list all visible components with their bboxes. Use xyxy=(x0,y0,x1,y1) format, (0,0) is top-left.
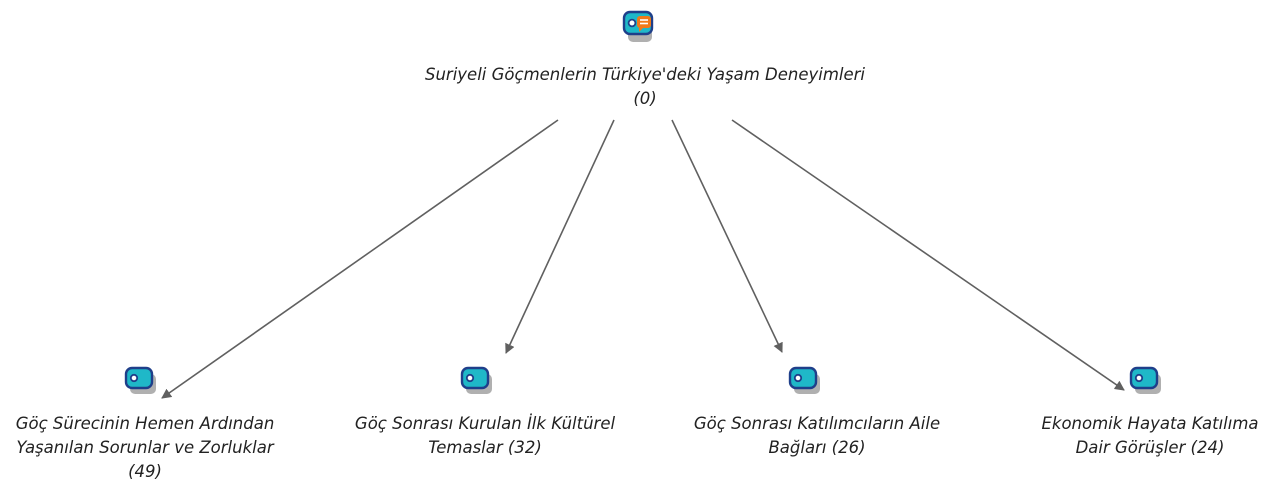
edge-root-to-child-2 xyxy=(505,119,615,354)
child-title-4: Ekonomik Hayata Katılıma Dair Görüşler xyxy=(1041,414,1259,457)
root-title: Suriyeli Göçmenlerin Türkiye'deki Yaşam … xyxy=(424,65,866,84)
edge-root-to-child-3 xyxy=(671,119,783,353)
child-count-2: (32) xyxy=(507,438,542,457)
child-label-3: Göç Sonrası Katılımcıların Aile Bağları … xyxy=(672,412,962,460)
child-node-4[interactable]: Ekonomik Hayata Katılıma Dair Görüşler (… xyxy=(1025,364,1275,474)
child-node-2[interactable]: Göç Sonrası Kurulan İlk Kültürel Temasla… xyxy=(340,364,630,474)
child-title-2: Göç Sonrası Kurulan İlk Kültürel Temasla… xyxy=(354,414,616,457)
root-count: (0) xyxy=(633,89,657,108)
child-node-1[interactable]: Göç Sürecinin Hemen Ardından Yaşanılan S… xyxy=(0,364,290,494)
child-label-4: Ekonomik Hayata Katılıma Dair Görüşler (… xyxy=(1025,412,1275,460)
code-tag-icon xyxy=(460,366,492,394)
child-label-1: Göç Sürecinin Hemen Ardından Yaşanılan S… xyxy=(0,412,290,484)
edge-root-to-child-1 xyxy=(161,119,559,399)
edge-root-to-child-4 xyxy=(731,119,1125,391)
child-count-1: (49) xyxy=(128,462,162,481)
child-node-3[interactable]: Göç Sonrası Katılımcıların Aile Bağları … xyxy=(672,364,962,474)
code-tag-icon xyxy=(1129,366,1161,394)
child-title-1: Göç Sürecinin Hemen Ardından Yaşanılan S… xyxy=(15,414,275,457)
child-label-2: Göç Sonrası Kurulan İlk Kültürel Temasla… xyxy=(340,412,630,460)
child-title-3: Göç Sonrası Katılımcıların Aile Bağları xyxy=(693,414,941,457)
memo-code-icon xyxy=(622,10,654,42)
root-label: Suriyeli Göçmenlerin Türkiye'deki Yaşam … xyxy=(420,63,870,111)
code-tag-icon xyxy=(788,366,820,394)
child-count-4: (24) xyxy=(1190,438,1225,457)
root-node[interactable]: Suriyeli Göçmenlerin Türkiye'deki Yaşam … xyxy=(420,8,870,123)
child-count-3: (26) xyxy=(831,438,866,457)
code-tag-icon xyxy=(124,366,156,394)
